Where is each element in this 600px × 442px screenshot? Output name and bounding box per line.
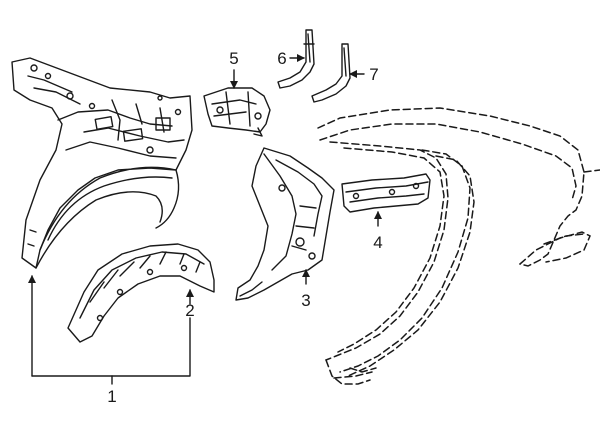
callout-6: 6 [277, 49, 286, 68]
callout-7: 7 [369, 65, 378, 84]
part-2-wheelhouse [67, 243, 215, 343]
callout-2: 2 [185, 301, 194, 320]
part-3-pillar [235, 147, 335, 301]
callout-1: 1 [107, 387, 116, 406]
callout-4: 4 [373, 233, 382, 252]
callout-leaders [28, 54, 382, 385]
part-4-rail [341, 173, 431, 213]
callout-5: 5 [229, 49, 238, 68]
part-1-inner-quarter-panel [11, 57, 193, 269]
part-5-bracket [203, 87, 271, 137]
callout-3: 3 [301, 291, 310, 310]
part-7-molding [311, 43, 351, 103]
part-6-molding [277, 29, 315, 89]
outer-quarter-panel-outline [317, 107, 600, 385]
